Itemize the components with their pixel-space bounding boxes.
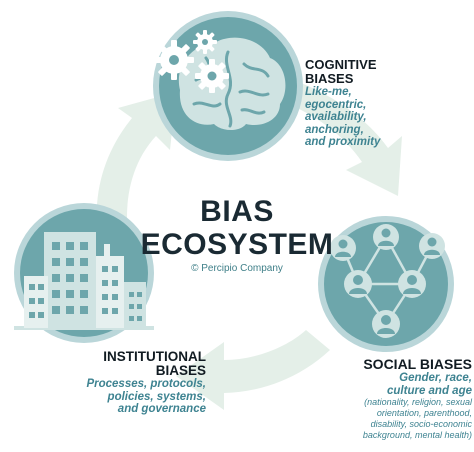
center-title-line1: BIAS [200, 195, 274, 228]
social-detail-line: (nationality, religion, sexual [364, 397, 472, 407]
institutional-label: INSTITUTIONAL BIASES Processes, protocol… [46, 350, 206, 416]
cognitive-label: COGNITIVE BIASES Like-me, egocentric, av… [305, 58, 470, 149]
cognitive-title-line2: BIASES [305, 71, 354, 86]
cognitive-desc-line: egocentric, [305, 98, 367, 111]
cognitive-desc-line: Like-me, [305, 86, 352, 98]
person-node [419, 233, 445, 259]
arrow-bottom [176, 330, 330, 410]
institutional-desc-line: Processes, protocols, [86, 378, 206, 390]
brain-gears-icon [154, 30, 286, 130]
social-desc-line: culture and age [387, 384, 472, 397]
arrow-left [96, 92, 176, 238]
person-node [330, 235, 356, 261]
social-detail-line: orientation, parenthood, [376, 408, 472, 418]
person-node [372, 310, 400, 338]
social-label: SOCIAL BIASES Gender, race, culture and … [296, 356, 472, 441]
cognitive-desc-line: anchoring, [305, 123, 364, 136]
social-desc-line: Gender, race, [399, 372, 472, 384]
cognitive-title-line1: COGNITIVE [305, 57, 377, 72]
cognitive-desc-line: and proximity [305, 136, 381, 148]
social-title: SOCIAL BIASES [363, 356, 472, 372]
social-detail-line: background, mental health) [362, 430, 472, 440]
cognitive-desc-line: availability, [305, 111, 367, 123]
institutional-desc-line: and governance [117, 403, 206, 415]
institutional-title-line1: INSTITUTIONAL [103, 349, 206, 364]
people-network-icon [330, 224, 445, 338]
social-detail-line: disability, socio-economic [370, 419, 472, 429]
person-node [398, 270, 426, 298]
person-node [344, 270, 372, 298]
center-title-line2: ECOSYSTEM [140, 228, 334, 261]
institutional-desc-line: policies, systems, [107, 390, 206, 403]
person-node [373, 224, 399, 250]
copyright-text: © Percipio Company [191, 263, 283, 274]
buildings-icon [14, 232, 154, 330]
institutional-title-line2: BIASES [155, 363, 206, 378]
